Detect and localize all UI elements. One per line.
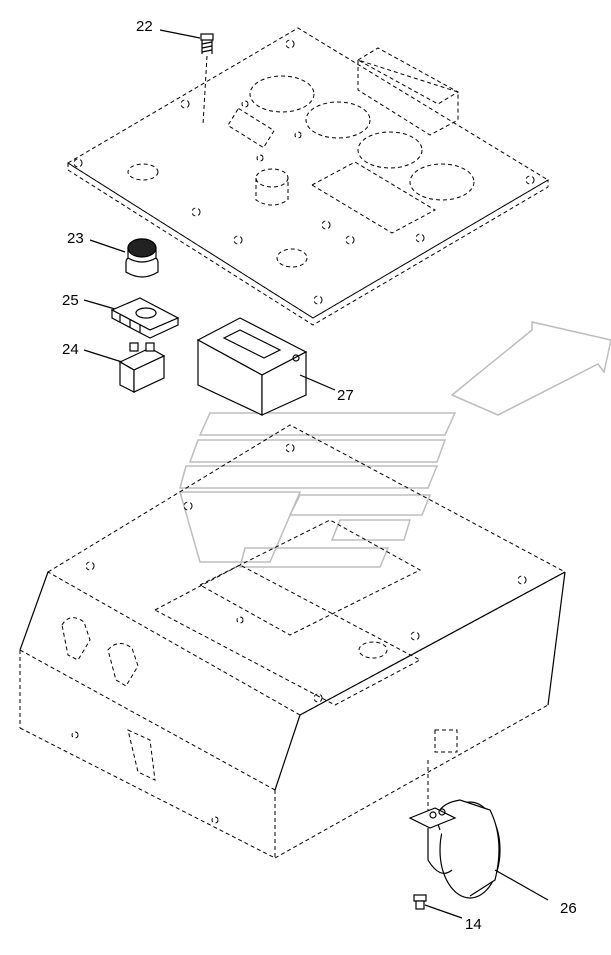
callout-25: 25 [62, 292, 79, 309]
controller-box [196, 317, 308, 416]
callout-24: 24 [62, 341, 79, 358]
leader-14 [424, 904, 463, 919]
screw-icon [200, 33, 214, 126]
leader-26 [494, 869, 549, 901]
wheel-icon [408, 760, 501, 899]
screw-icon [413, 894, 427, 910]
leader-27 [299, 374, 336, 391]
callout-14: 14 [465, 916, 482, 933]
watermark-logo [179, 321, 611, 568]
callout-27: 27 [337, 387, 354, 404]
callout-26: 26 [560, 900, 577, 917]
top-cover-plate [67, 27, 549, 326]
base-enclosure [19, 424, 567, 859]
button-icon [125, 238, 159, 278]
switch-block [118, 342, 166, 393]
callout-23: 23 [67, 230, 84, 247]
watermark-arrow [450, 321, 611, 416]
clip-bracket [110, 297, 180, 339]
leader-23 [89, 239, 126, 253]
leader-24 [83, 349, 123, 363]
callout-22: 22 [136, 18, 153, 35]
leader-25 [83, 299, 116, 310]
leader-22 [159, 29, 201, 39]
